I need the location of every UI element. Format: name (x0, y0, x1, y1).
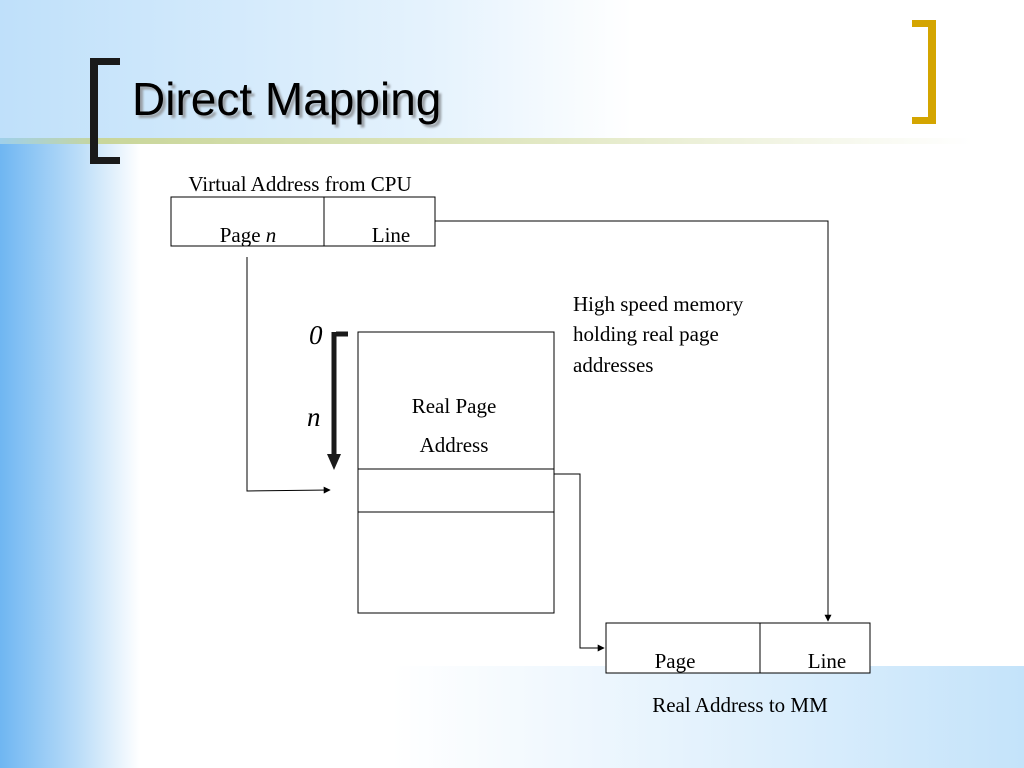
page-table-caption-line-3: addresses (573, 353, 653, 377)
title-divider (0, 138, 1024, 144)
page-table-label-line-1: Real Page (412, 394, 497, 418)
index-end-label: n (307, 402, 321, 432)
virtual-address-caption: Virtual Address from CPU (188, 172, 411, 196)
background-bottom-gradient (392, 666, 1024, 768)
virtual-address-register (170, 196, 436, 247)
page-table-box (357, 331, 555, 614)
page-table-label-line-2: Address (420, 433, 489, 457)
page-index-connector (246, 257, 331, 494)
virtual-line-field-label: Line (372, 223, 410, 247)
real-address-register (605, 622, 871, 674)
slide-title: Direct Mapping (132, 73, 442, 125)
real-address-caption: Real Address to MM (652, 693, 828, 717)
real-page-field-label: Page (655, 649, 696, 673)
page-table-caption-line-2: holding real page (573, 322, 719, 346)
index-arrow-head (327, 454, 341, 470)
background-top-gradient (0, 0, 632, 140)
real-page-connector (554, 473, 605, 652)
virtual-page-field-label: Page n (220, 223, 277, 247)
index-start-label: 0 (309, 320, 323, 350)
page-table-caption-line-1: High speed memory (573, 292, 744, 316)
line-offset-connector (435, 220, 832, 622)
real-line-field-label: Line (808, 649, 846, 673)
right-bracket-decoration (912, 20, 936, 124)
left-bracket-decoration (90, 58, 120, 164)
